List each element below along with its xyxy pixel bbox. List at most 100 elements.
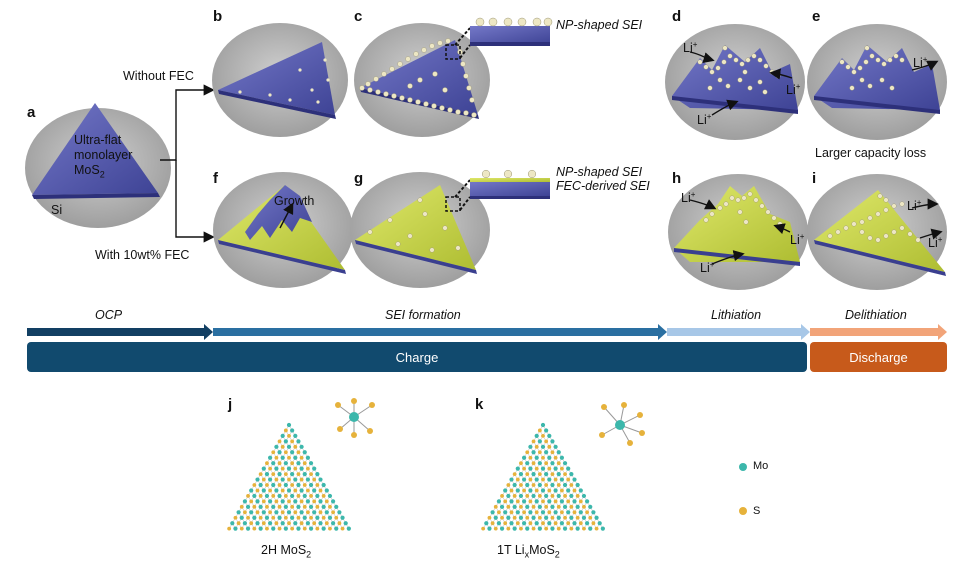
lattice-1t — [481, 422, 605, 531]
mo-atom — [490, 510, 495, 515]
s-atom — [258, 515, 263, 520]
s-atom — [321, 494, 326, 498]
stage-label-delithiation: Delithiation — [845, 308, 907, 322]
li-ion-label: Li+ — [928, 235, 943, 251]
s-atom — [306, 488, 310, 493]
mo-atom — [569, 472, 574, 477]
mo-atom — [271, 504, 276, 509]
s-atom — [312, 499, 317, 504]
mo-atom — [268, 499, 273, 504]
mo-atom — [302, 450, 307, 455]
legend-mo-label: Mo — [753, 460, 769, 472]
s-atom — [528, 499, 533, 504]
mo-atom — [487, 526, 492, 531]
mo-atom — [537, 504, 542, 509]
li-ion-label: Li+ — [700, 260, 715, 276]
mo-atom — [562, 526, 568, 531]
mo-atom — [302, 515, 307, 520]
s-atom — [261, 521, 266, 526]
s-atom — [246, 515, 250, 520]
mo-atom — [512, 504, 517, 509]
mo-atom — [499, 526, 505, 531]
mo-atom — [525, 461, 530, 466]
s-atom — [271, 472, 276, 477]
s-atom — [534, 488, 539, 493]
mo-atom — [299, 466, 304, 471]
s-atom — [261, 477, 266, 482]
mo-atom — [299, 444, 304, 449]
mo-atom — [286, 488, 292, 493]
mo-atom — [540, 422, 546, 428]
mo-atom — [312, 466, 317, 471]
mo-atom — [290, 472, 295, 477]
mo-atom — [280, 477, 285, 482]
mo-atom — [544, 428, 549, 433]
s-atom — [575, 515, 580, 520]
s-atom — [556, 461, 561, 466]
s-atom — [506, 504, 511, 509]
s-atom — [236, 521, 241, 526]
s-atom — [268, 510, 272, 515]
mo-atom — [343, 521, 348, 526]
s-atom — [258, 494, 263, 498]
mo-atom — [230, 521, 235, 526]
panel-c-sketch — [354, 17, 553, 137]
without-fec-label: Without FEC — [123, 69, 194, 83]
s-atom — [497, 510, 501, 515]
mo-atom — [585, 499, 590, 504]
mo-atom — [331, 521, 336, 526]
s-atom — [525, 515, 530, 520]
s-atom — [280, 488, 285, 493]
mo-atom — [562, 504, 568, 509]
s-atom — [302, 483, 307, 487]
np-sei-callout-g: NP-shaped SEI — [556, 165, 643, 179]
s-atom — [582, 526, 586, 531]
stage-arrow-sei — [213, 324, 667, 340]
s-atom — [591, 521, 596, 526]
s-atom — [578, 499, 583, 504]
s-atom — [318, 510, 323, 515]
mo-atom — [283, 482, 288, 488]
mo-atom — [559, 521, 565, 526]
mo-atom — [537, 439, 542, 444]
s-atom — [318, 488, 323, 493]
with-fec-label: With 10wt% FEC — [95, 248, 190, 262]
s-atom — [271, 515, 276, 520]
s-atom — [582, 504, 586, 509]
s-atom — [309, 515, 313, 520]
mo-atom — [299, 510, 304, 515]
mo-atom — [293, 433, 298, 439]
mo-atom — [321, 526, 326, 531]
mo-atom — [559, 499, 565, 504]
s-atom — [299, 521, 304, 526]
panel-a-sketch — [25, 103, 171, 228]
s-atom — [302, 504, 307, 509]
mo-atom — [277, 493, 282, 499]
mo-atom — [245, 504, 251, 509]
unit-cell-1t — [599, 402, 645, 446]
s-atom — [261, 499, 266, 504]
s-atom — [519, 526, 523, 531]
mo-atom — [261, 488, 266, 493]
s-atom — [249, 499, 254, 504]
panel-letter-j: j — [228, 396, 233, 413]
s-atom — [541, 477, 545, 482]
mo-atom — [525, 482, 530, 488]
mo-atom — [531, 515, 536, 520]
mo-atom — [572, 521, 577, 526]
s-atom — [328, 526, 332, 531]
mo-atom — [258, 504, 263, 509]
mo-atom — [553, 488, 558, 493]
s-atom — [337, 521, 342, 526]
lattice-figures — [227, 398, 747, 531]
mo-atom — [252, 515, 257, 520]
panel-f-sketch — [213, 172, 353, 288]
s-atom — [569, 483, 574, 487]
s-atom — [553, 455, 558, 460]
mo-atom — [242, 521, 247, 526]
s-atom — [541, 455, 545, 460]
s-atom — [537, 515, 542, 520]
mo-atom — [556, 450, 561, 455]
mo-atom — [280, 499, 285, 504]
s-atom — [563, 494, 567, 498]
